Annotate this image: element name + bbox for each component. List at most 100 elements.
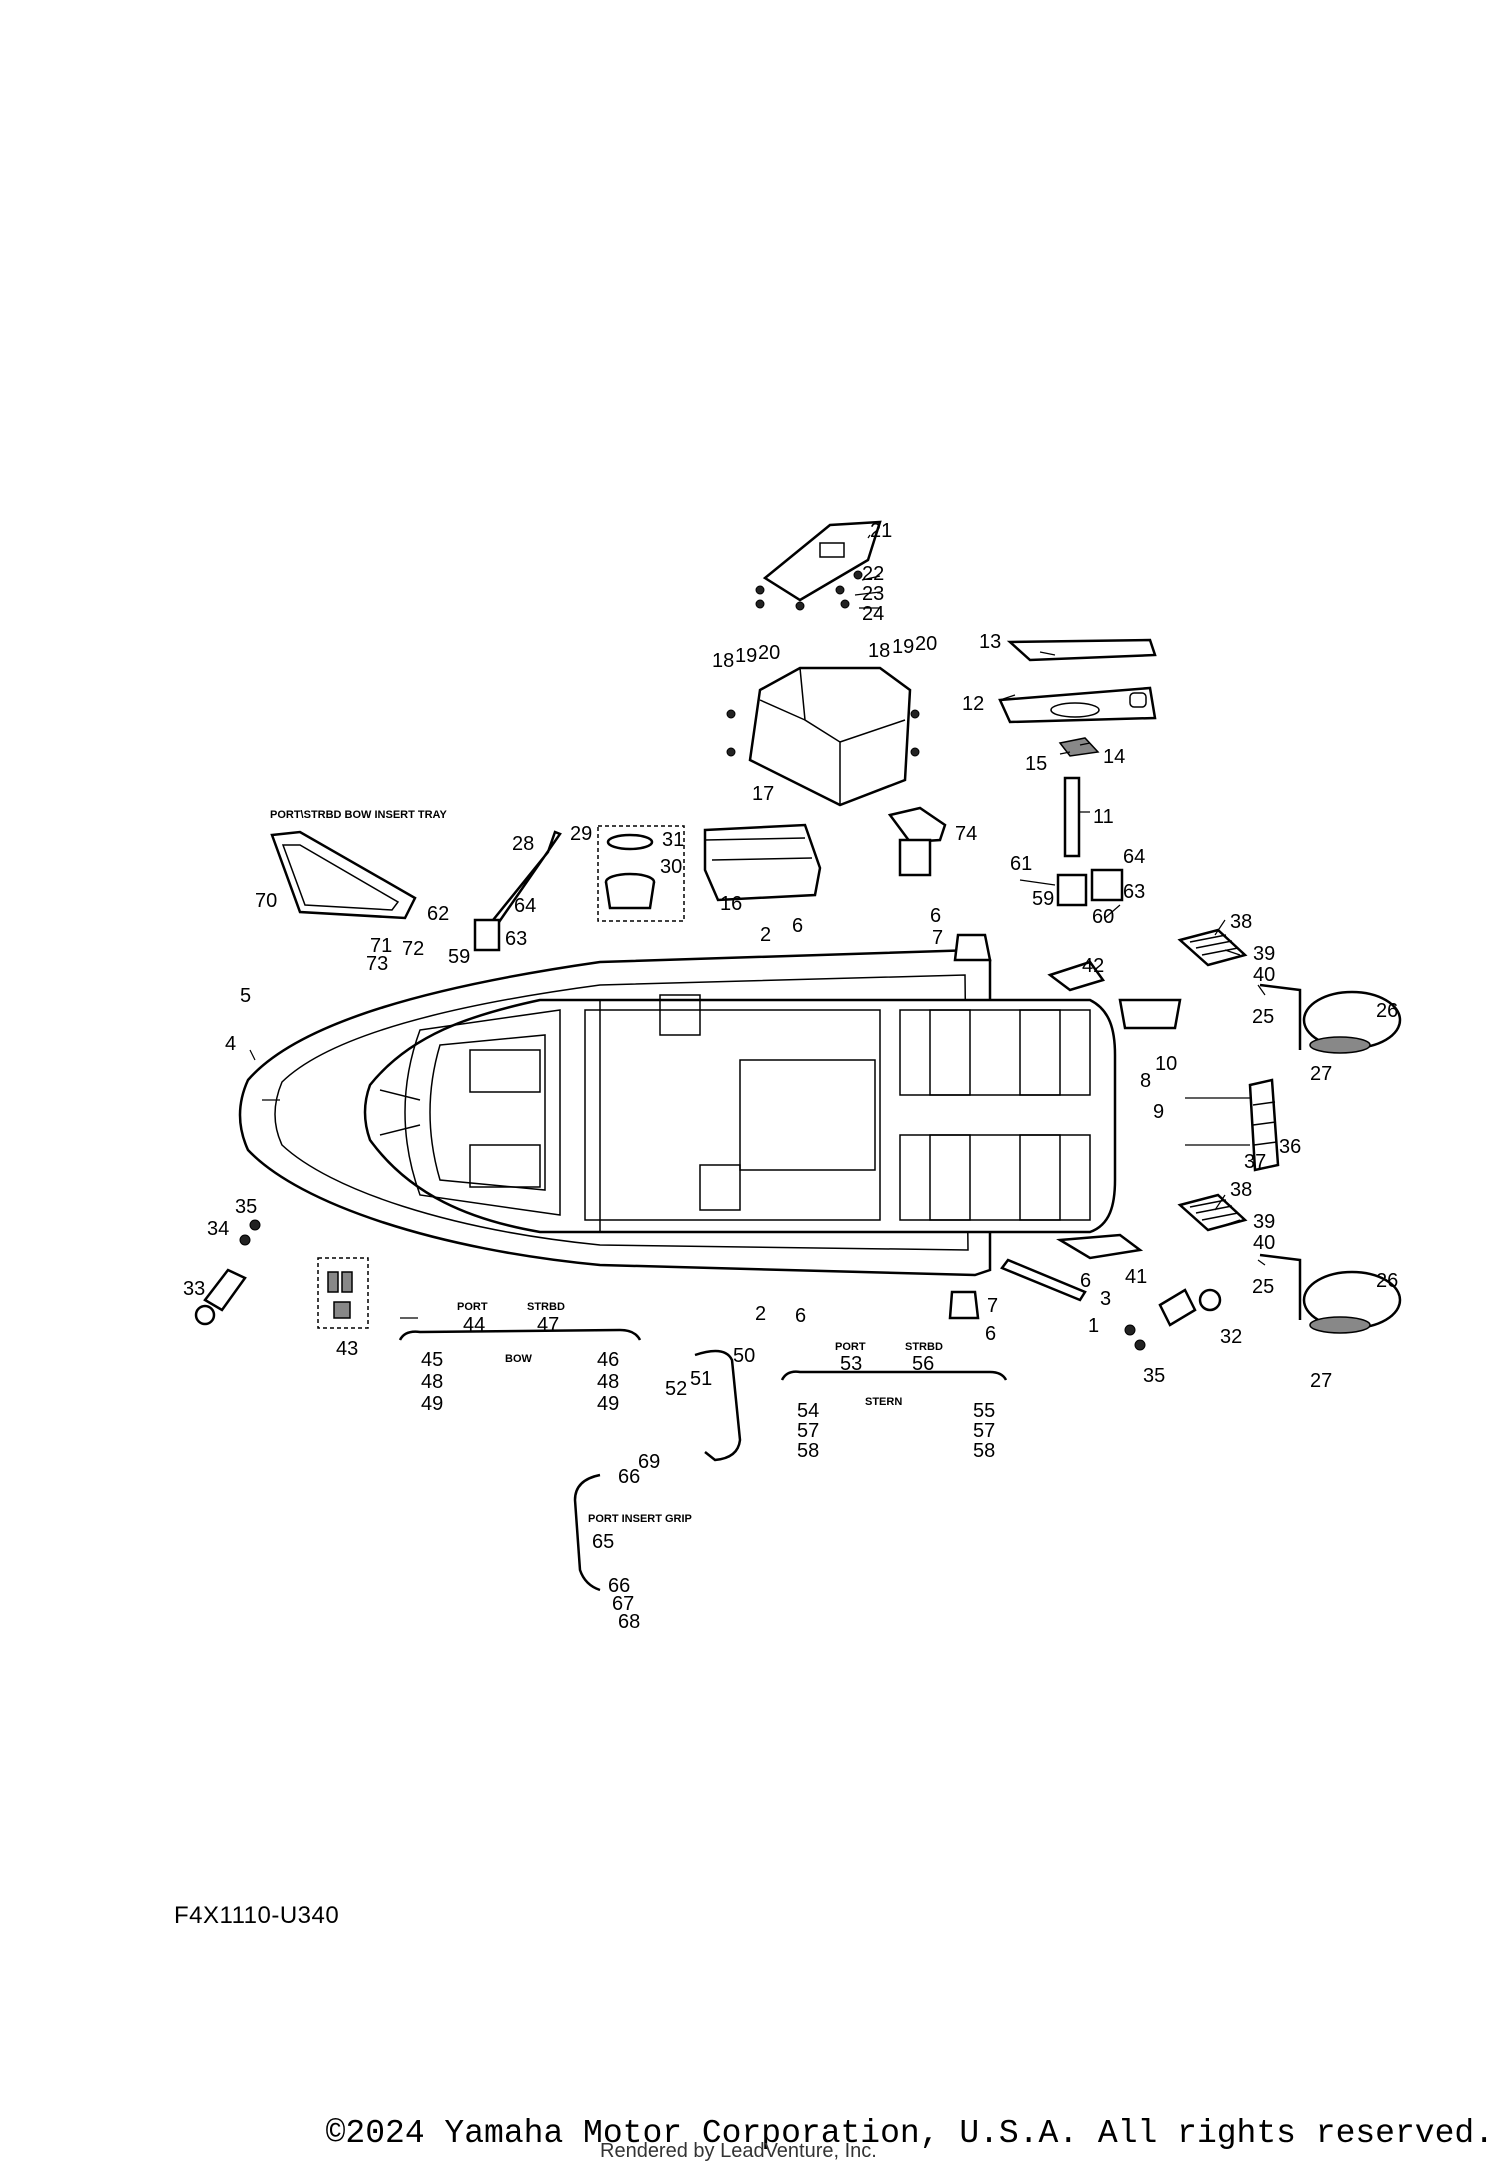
diagram-code: F4X1110-U340 — [174, 1902, 340, 1929]
seat-lower — [1259, 1253, 1402, 1334]
callout-69: 69 — [638, 1451, 660, 1473]
callout-20-a: 20 — [758, 642, 780, 664]
callout-71: 71 — [370, 935, 392, 957]
callout-57-b: 57 — [973, 1420, 995, 1442]
callout-40-a: 40 — [1253, 964, 1275, 986]
kit-43 — [317, 1257, 369, 1329]
rail-1 — [1000, 1258, 1087, 1302]
callout-47: 47 — [537, 1314, 559, 1336]
decal-42 — [1047, 960, 1106, 992]
grip-50 — [694, 1349, 742, 1462]
bow-insert-tray-label: PORT\STRBD BOW INSERT TRAY — [270, 809, 447, 821]
tag-stern: STERN — [865, 1396, 902, 1408]
callout-18-a: 18 — [712, 650, 734, 672]
callout-7-b: 7 — [987, 1295, 998, 1317]
callout-72: 72 — [402, 938, 424, 960]
callout-63-a: 63 — [505, 928, 527, 950]
callout-6-b: 6 — [930, 905, 941, 927]
rail-stern — [780, 1370, 1008, 1381]
callout-7-a: 7 — [932, 927, 943, 949]
callout-39-b: 39 — [1253, 1211, 1275, 1233]
pole-assembly — [1019, 776, 1124, 907]
callout-49-b: 49 — [597, 1393, 619, 1415]
callout-31: 31 — [662, 829, 684, 851]
callout-54: 54 — [797, 1400, 819, 1422]
callout-32: 32 — [1220, 1326, 1242, 1348]
rail-bow — [398, 1317, 642, 1341]
callout-46: 46 — [597, 1349, 619, 1371]
callout-38-b: 38 — [1230, 1179, 1252, 1201]
callout-64-a: 64 — [514, 895, 536, 917]
callout-27-b: 27 — [1310, 1370, 1332, 1392]
callout-37: 37 — [1244, 1151, 1266, 1173]
callout-13: 13 — [979, 631, 1001, 653]
callout-6-c: 6 — [795, 1305, 806, 1327]
callout-64-b: 64 — [1123, 846, 1145, 868]
cooler — [703, 823, 822, 902]
callout-24: 24 — [862, 603, 884, 625]
callout-66-b: 66 — [608, 1575, 630, 1597]
callout-14: 14 — [1103, 746, 1125, 768]
callout-48-a: 48 — [421, 1371, 443, 1393]
callout-61: 61 — [1010, 853, 1032, 875]
callout-18-b: 18 — [868, 640, 890, 662]
callout-40-b: 40 — [1253, 1232, 1275, 1254]
callout-53: 53 — [840, 1353, 862, 1375]
callout-6-a: 6 — [792, 915, 803, 937]
mount-upper — [953, 933, 992, 962]
rail-tags: PORT STRBD BOW PORT STRBD STERN PORT INS… — [457, 1301, 943, 1525]
callout-33: 33 — [183, 1278, 205, 1300]
boat-hull — [238, 948, 1117, 1277]
callout-36: 36 — [1279, 1136, 1301, 1158]
callout-67: 67 — [612, 1593, 634, 1615]
callout-22: 22 — [862, 563, 884, 585]
swim-step-lower — [1177, 1193, 1248, 1232]
callout-45: 45 — [421, 1349, 443, 1371]
callout-60: 60 — [1092, 906, 1114, 928]
bracket-74 — [887, 806, 947, 877]
callout-42: 42 — [1082, 955, 1104, 977]
tag-bow: BOW — [505, 1353, 533, 1365]
bow-insert-tray: PORT\STRBD BOW INSERT TRAY — [270, 809, 447, 920]
callout-68: 68 — [618, 1611, 640, 1633]
mount-lower — [948, 1290, 980, 1320]
callout-11: 11 — [1093, 806, 1114, 828]
callout-27-a: 27 — [1310, 1063, 1332, 1085]
callout-52: 52 — [665, 1378, 687, 1400]
swim-step-upper — [1177, 928, 1248, 967]
callout-26-a: 26 — [1376, 1000, 1398, 1022]
callout-58-a: 58 — [797, 1440, 819, 1462]
callout-35-b: 35 — [1143, 1365, 1165, 1387]
callout-57-a: 57 — [797, 1420, 819, 1442]
rendered-by-notice: Rendered by LeadVenture, Inc. — [600, 2140, 877, 2162]
callout-19-a: 19 — [735, 645, 757, 667]
grip-65 — [573, 1473, 601, 1592]
callout-17: 17 — [752, 783, 774, 805]
callout-25-a: 25 — [1252, 1006, 1274, 1028]
callout-2-lower: 2 — [755, 1303, 766, 1325]
ladder — [1185, 1078, 1280, 1172]
callout-65: 65 — [592, 1531, 614, 1553]
side-panels — [998, 638, 1157, 757]
callout-30: 30 — [660, 856, 682, 878]
callout-38-a: 38 — [1230, 911, 1252, 933]
console-top — [755, 520, 882, 611]
callouts: 1 2 2 3 4 5 6 6 6 6 6 7 7 8 9 10 11 12 1… — [183, 520, 1398, 1633]
callout-49-a: 49 — [421, 1393, 443, 1415]
callout-19-b: 19 — [892, 636, 914, 658]
callout-62: 62 — [427, 903, 449, 925]
callout-39-a: 39 — [1253, 943, 1275, 965]
callout-43: 43 — [336, 1338, 358, 1360]
cleat-32 — [1124, 1288, 1222, 1351]
callout-4: 4 — [225, 1033, 236, 1055]
callout-21: 21 — [870, 520, 892, 542]
callout-20-b: 20 — [915, 633, 937, 655]
callout-5: 5 — [240, 985, 251, 1007]
callout-35-a: 35 — [235, 1196, 257, 1218]
callout-9: 9 — [1153, 1101, 1164, 1123]
callout-1: 1 — [1088, 1315, 1099, 1337]
callout-66-a: 66 — [618, 1466, 640, 1488]
tag-strbd-stern: STRBD — [905, 1341, 943, 1353]
callout-44: 44 — [463, 1314, 485, 1336]
